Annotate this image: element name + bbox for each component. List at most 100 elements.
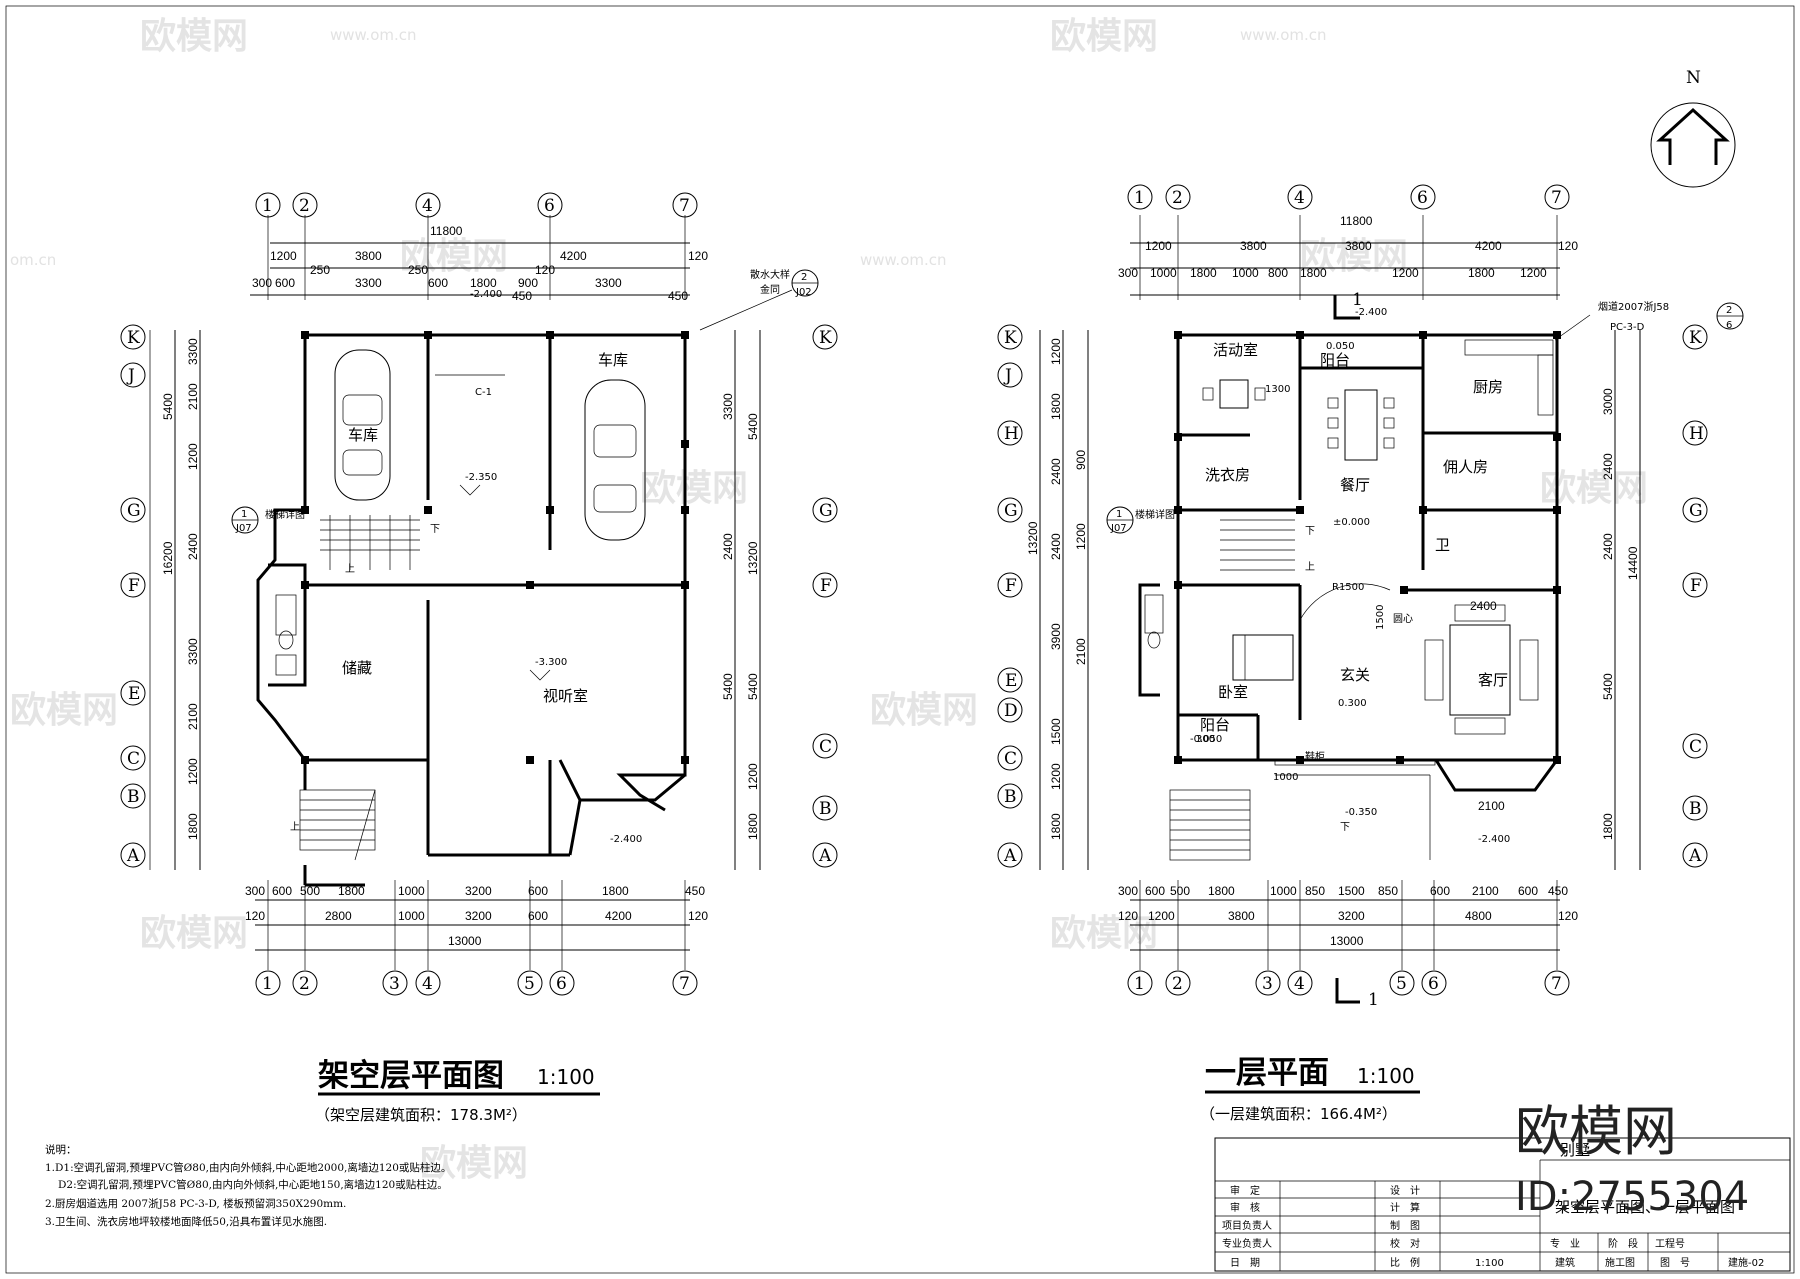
dim-right: 5400 (746, 673, 760, 700)
watermark-brand: 欧模网 (420, 1143, 528, 1184)
dim-bottom: 2100 (1472, 884, 1499, 898)
tb-scale: 1:100 (1475, 1258, 1504, 1269)
watermark-brand: 欧模网 (1050, 913, 1158, 954)
axis-bubbles-bottom: 1 2 3 4 5 6 7 (255, 970, 698, 996)
dim-bottom: 120 (245, 909, 265, 923)
level-mark: -2.400 (1355, 307, 1387, 318)
plan-title: 架空层平面图 (318, 1058, 504, 1094)
axis-label: H (1689, 424, 1704, 444)
axis-label: 1 (262, 974, 273, 994)
dim-bottom: 1000 (1270, 884, 1297, 898)
axis-label: 6 (1428, 974, 1439, 994)
dim-top: 3300 (595, 276, 622, 290)
dim-left: 3300 (186, 638, 200, 665)
dim-bottom: 4800 (1465, 909, 1492, 923)
room-label: 阳台 (1200, 716, 1230, 734)
dim-top: 4200 (1475, 239, 1502, 253)
tb-cell: 建施-02 (1728, 1256, 1764, 1269)
axis-bubbles-right: K G F C B A (812, 324, 838, 868)
exterior-stair-icon (299, 789, 376, 861)
detail-ref: 2 (801, 272, 807, 283)
car-icon (334, 349, 391, 501)
tb-cell: 专 业 (1550, 1237, 1580, 1250)
walls (256, 333, 687, 887)
notes-heading: 说明： (45, 1143, 77, 1156)
dim-left: 2100 (1074, 638, 1088, 665)
detail-note: 散水大样 (750, 268, 790, 281)
dim-bottom: 1200 (1148, 909, 1175, 923)
dim-left: 3900 (1049, 623, 1063, 650)
dim-top: 3800 (1345, 239, 1372, 253)
axis-bubbles-bottom: 1 2 3 4 5 6 7 (1127, 970, 1570, 996)
axis-bubbles-top: 1 2 4 6 7 (255, 192, 698, 218)
toilet-icon (275, 594, 297, 676)
structural-columns (1174, 331, 1561, 764)
dim-bottom: 1000 (398, 884, 425, 898)
watermark-brand: 欧模网 (140, 16, 248, 57)
axis-label: B (1689, 799, 1702, 819)
dim-bottom: 600 (1145, 884, 1165, 898)
dim-bottom: 600 (1430, 884, 1450, 898)
stair-direction: 上 (345, 563, 355, 575)
dim-right: 1200 (746, 763, 760, 790)
axis-label: 7 (679, 974, 690, 994)
axis-label: K (127, 328, 140, 348)
dim-bottom: 500 (300, 884, 320, 898)
section-mark (1333, 295, 1360, 320)
level-mark: 0.050 (1326, 341, 1355, 352)
level-mark: -2.400 (470, 289, 502, 300)
dim-bottom: 450 (685, 884, 705, 898)
dim-bottom: 120 (688, 909, 708, 923)
tb-cell: 审 核 (1230, 1201, 1260, 1214)
axis-label: 3 (1262, 974, 1273, 994)
axis-label: 7 (1551, 188, 1562, 208)
notes-line: D2:空调孔留洞,预埋PVC管Ø80,由内向外倾斜,中心距地150,离墙边120… (58, 1178, 448, 1191)
dim-right: 2400 (1601, 533, 1615, 560)
level-mark: -2.400 (610, 834, 642, 845)
axis-label: 2 (1172, 974, 1183, 994)
dim-left: 3300 (186, 338, 200, 365)
dim-left: 900 (1074, 450, 1088, 470)
watermark-url: www.om.cn (330, 26, 417, 44)
axis-label: A (1688, 846, 1702, 866)
level-mark: ±0.000 (1333, 517, 1370, 528)
axis-label: G (1689, 501, 1703, 521)
dim-left: 1500 (1049, 718, 1063, 745)
axis-label: K (1689, 328, 1702, 348)
basement-floor-plan: 11800 1200 3800 4200 120 300 600 3300 18… (120, 192, 838, 1124)
walls (1138, 333, 1559, 860)
axis-label: F (128, 576, 140, 596)
dim-label: 2400 (1470, 599, 1497, 613)
dim-left: 1800 (1049, 393, 1063, 420)
kitchen-counter-icon (1464, 339, 1554, 416)
title-block: 别墅 审 定 设 计 审 核 计 算 项目负责人 制 图 专业负责人 校 对 日… (1214, 1137, 1791, 1272)
brand-id: ID:2755304 (1515, 1174, 1749, 1220)
dim-bottom: 300 (1118, 884, 1138, 898)
sofa-set-icon (1424, 604, 1539, 735)
axis-label: C (819, 737, 832, 757)
stair-direction: 上 (290, 821, 300, 833)
axis-label: H (1004, 424, 1019, 444)
watermark-url: www.om.cn (1240, 26, 1327, 44)
axis-label: 7 (1551, 974, 1562, 994)
dim-top: 120 (688, 249, 708, 263)
dim-left: 2400 (1049, 458, 1063, 485)
dim-right: 3300 (721, 393, 735, 420)
level-mark: -0.350 (1345, 807, 1377, 818)
dim-bottom: 3800 (1228, 909, 1255, 923)
dim-top: 1800 (1300, 266, 1327, 280)
project-name: 别墅 (1560, 1141, 1590, 1159)
room-label: 卧室 (1218, 683, 1248, 701)
tb-cell: 日 期 (1230, 1257, 1260, 1269)
dim-left: 1800 (186, 813, 200, 840)
dim-label: 1000 (1273, 772, 1298, 783)
radius-label: R1500 (1332, 582, 1364, 593)
dim-overall-right: 13200 (746, 541, 760, 575)
axis-label: 1 (262, 196, 273, 216)
dim-bottom: 300 (245, 884, 265, 898)
stair-direction: 下 (1305, 526, 1315, 537)
notes-line: 2.厨房烟道选用 2007浙J58 PC-3-D, 楼板预留洞350X290mm… (45, 1197, 346, 1210)
room-label: 洗衣房 (1205, 466, 1250, 484)
detail-note: 楼梯详图 (1135, 508, 1175, 521)
detail-note: 金同 (760, 283, 780, 296)
